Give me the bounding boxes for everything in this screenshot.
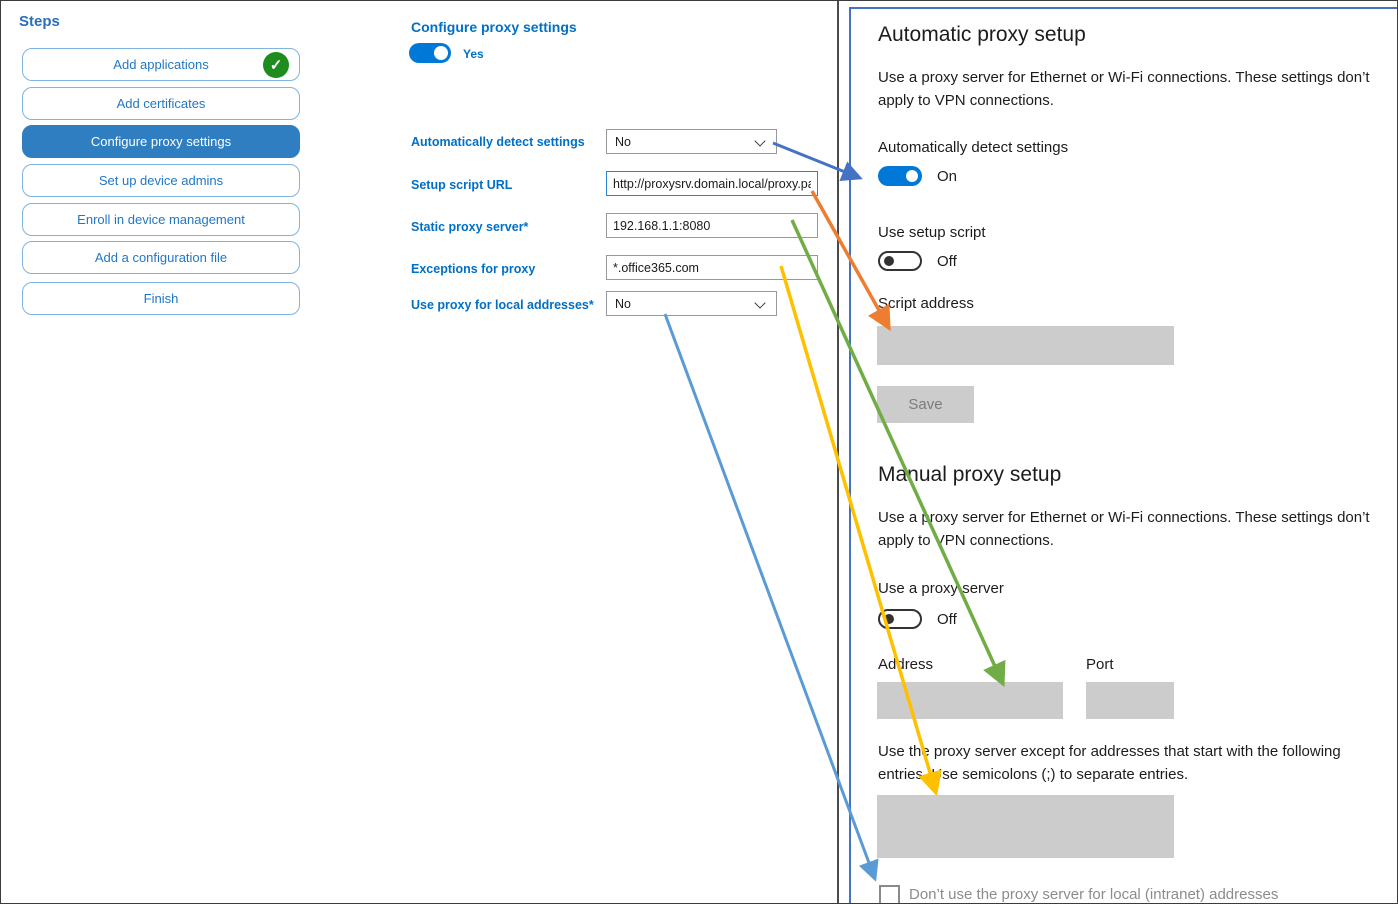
sidebar-item-label: Add a configuration file xyxy=(94,250,228,265)
steps-title: Steps xyxy=(19,13,60,30)
detect-settings-toggle[interactable] xyxy=(878,166,922,186)
port-input[interactable] xyxy=(1086,682,1174,719)
sidebar-item-add-certificates[interactable]: Add certificates xyxy=(22,87,300,120)
automatically-detect-settings-dropdown[interactable]: No xyxy=(606,129,777,154)
sidebar-item-configure-proxy-settings[interactable]: Configure proxy settings xyxy=(22,125,300,158)
configure-proxy-toggle-state: Yes xyxy=(463,47,484,61)
chevron-down-icon xyxy=(754,297,766,309)
automatic-proxy-description: Use a proxy server for Ethernet or Wi-Fi… xyxy=(878,69,1370,109)
page-title: Configure proxy settings xyxy=(411,19,577,35)
use-proxy-server-toggle-state: Off xyxy=(937,611,957,628)
sidebar-item-label: Add applications xyxy=(113,57,209,72)
use-proxy-server-label: Use a proxy server xyxy=(878,580,1004,597)
field-label-static-proxy-server: Static proxy server* xyxy=(411,220,529,234)
configure-proxy-toggle[interactable] xyxy=(409,43,451,63)
sidebar-item-label: Set up device admins xyxy=(98,173,224,188)
address-label: Address xyxy=(878,656,934,673)
use-proxy-server-toggle[interactable] xyxy=(878,609,922,629)
port-label: Port xyxy=(1086,656,1114,673)
use-proxy-for-local-addresses-dropdown[interactable]: No xyxy=(606,291,777,316)
manual-proxy-setup-heading: Manual proxy setup xyxy=(878,463,1062,486)
static-proxy-server-input[interactable] xyxy=(606,213,818,238)
manual-proxy-description: Use a proxy server for Ethernet or Wi-Fi… xyxy=(878,509,1370,549)
setup-script-url-input[interactable] xyxy=(606,171,818,196)
script-address-label: Script address xyxy=(878,295,974,312)
local-addresses-checkbox-label: Don’t use the proxy server for local (in… xyxy=(909,886,1279,903)
field-label-exceptions-for-proxy: Exceptions for proxy xyxy=(411,262,536,276)
sidebar-item-set-up-device-admins[interactable]: Set up device admins xyxy=(22,164,300,197)
detect-settings-toggle-state: On xyxy=(937,168,958,185)
use-setup-script-toggle[interactable] xyxy=(878,251,922,271)
sidebar-item-enroll-in-device-management[interactable]: Enroll in device management xyxy=(22,203,300,236)
proxy-exceptions-textarea[interactable] xyxy=(877,795,1174,858)
save-button[interactable]: Save xyxy=(877,386,974,423)
field-label-automatically-detect-settings: Automatically detect settings xyxy=(411,135,585,149)
field-label-setup-script-url: Setup script URL xyxy=(411,178,513,192)
field-label-use-proxy-for-local-addresses: Use proxy for local addresses* xyxy=(411,298,594,312)
local-addresses-checkbox[interactable] xyxy=(879,885,900,903)
completed-check-icon: ✓ xyxy=(263,52,289,78)
sidebar-item-label: Add certificates xyxy=(116,96,206,111)
sidebar-item-label: Enroll in device management xyxy=(77,212,245,227)
use-setup-script-toggle-state: Off xyxy=(937,253,957,270)
automatic-proxy-setup-heading: Automatic proxy setup xyxy=(878,23,1086,46)
sidebar-item-finish[interactable]: Finish xyxy=(22,282,300,315)
proxy-exceptions-description: Use the proxy server except for addresse… xyxy=(878,743,1341,783)
address-input[interactable] xyxy=(877,682,1063,719)
section-divider xyxy=(837,1,839,903)
detect-settings-label: Automatically detect settings xyxy=(878,139,1069,156)
chevron-down-icon xyxy=(754,135,766,147)
sidebar-item-label: Finish xyxy=(143,291,179,306)
script-address-input[interactable] xyxy=(877,326,1174,365)
exceptions-for-proxy-input[interactable] xyxy=(606,255,818,280)
arrow-local-addresses xyxy=(663,313,879,882)
sidebar-item-add-applications[interactable]: Add applications xyxy=(22,48,300,81)
sidebar-item-add-a-configuration-file[interactable]: Add a configuration file xyxy=(22,241,300,274)
use-setup-script-label: Use setup script xyxy=(878,224,986,241)
sidebar-item-label: Configure proxy settings xyxy=(90,134,232,149)
